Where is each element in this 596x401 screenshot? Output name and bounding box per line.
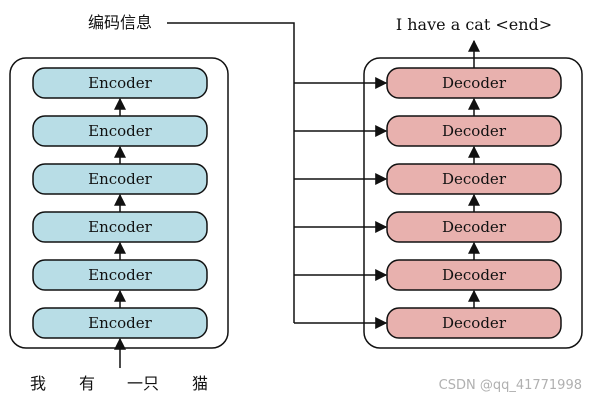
encoded-info-line xyxy=(167,22,295,323)
encoder-stack-container xyxy=(9,57,229,349)
decoder-block-label: Decoder xyxy=(442,314,507,332)
decoder-block-label: Decoder xyxy=(442,170,507,188)
watermark: CSDN @qq_41771998 xyxy=(439,378,582,393)
input-token: 一只 xyxy=(127,374,159,393)
input-token: 有 xyxy=(79,374,95,393)
output-text: I have a cat <end> xyxy=(396,15,552,34)
encoded-info-connector xyxy=(167,22,388,329)
input-token: 我 xyxy=(30,374,46,393)
encoder-info-label: 编码信息 xyxy=(88,13,152,32)
encoder-block-label: Encoder xyxy=(88,170,153,188)
decoder-block-label: Decoder xyxy=(442,122,507,140)
decoder-block-label: Decoder xyxy=(442,266,507,284)
encoder-block-label: Encoder xyxy=(88,122,153,140)
decoder-block-label: Decoder xyxy=(442,74,507,92)
input-token: 猫 xyxy=(192,374,208,393)
decoder-block-label: Decoder xyxy=(442,218,507,236)
decoder-blocks: Decoder Decoder Decoder Decoder Decoder … xyxy=(386,67,562,339)
encoder-block-label: Encoder xyxy=(88,266,153,284)
encoder-block-label: Encoder xyxy=(88,218,153,236)
encoder-block-label: Encoder xyxy=(88,74,153,92)
decoder-stack-container xyxy=(363,57,583,349)
encoder-block-label: Encoder xyxy=(88,314,153,332)
encoder-blocks: Encoder Encoder Encoder Encoder Encoder … xyxy=(32,67,208,339)
